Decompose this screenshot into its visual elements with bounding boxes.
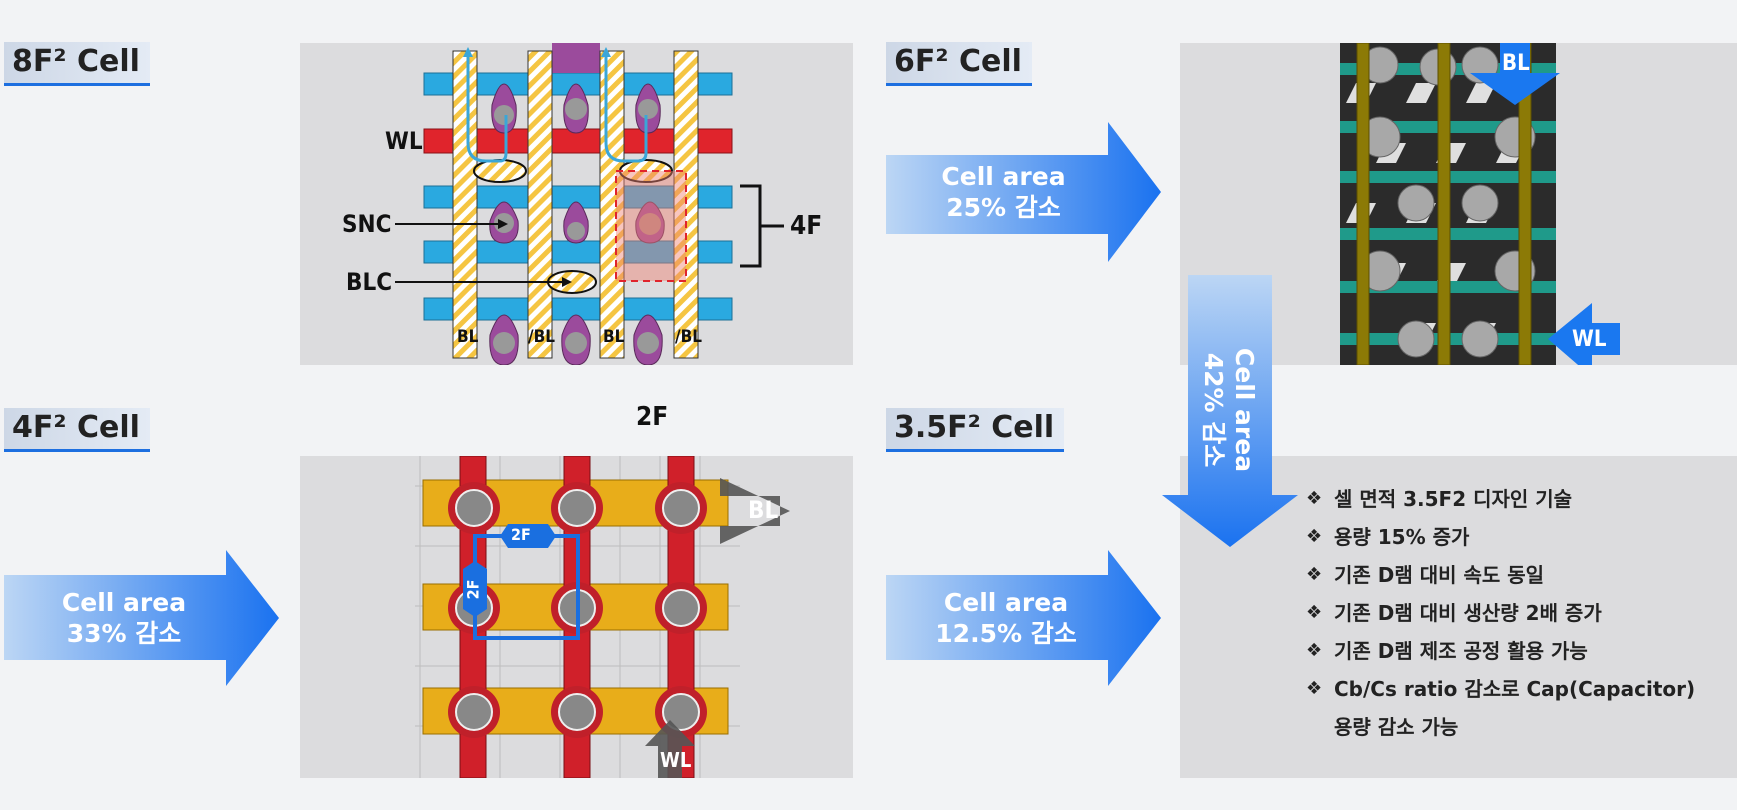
yellow-lines <box>1356 43 1532 365</box>
current-arrow <box>601 47 611 57</box>
diamond-bullet-icon: ❖ <box>1306 488 1323 509</box>
feature-item: ❖기존 D램 제조 공정 활용 가능 <box>1306 632 1695 670</box>
unit-cell-highlight <box>615 170 687 282</box>
label-bl-2: BL <box>603 327 625 347</box>
label-4f: 4F <box>790 211 823 241</box>
bl-arrow <box>1470 43 1560 105</box>
current-arrow <box>463 47 473 57</box>
feature-item-continuation: 용량 감소 가능 <box>1334 715 1459 739</box>
annotation-lines <box>395 223 562 283</box>
label-6f2-bl: BL <box>1502 51 1530 76</box>
bracket-4f <box>740 184 784 268</box>
label-4f2-bl: BL <box>748 496 779 524</box>
label-nbl-1: /BL <box>528 327 555 347</box>
blc-pointer <box>562 277 572 287</box>
diamond-bullet-icon: ❖ <box>1306 678 1323 699</box>
diagram-8f2 <box>395 43 784 365</box>
feature-list: ❖셀 면적 3.5F2 디자인 기술 ❖용량 15% 증가 ❖기존 D램 대비 … <box>1306 480 1695 746</box>
feature-item: ❖기존 D램 대비 속도 동일 <box>1306 556 1695 594</box>
panel-8f2-diagram <box>300 43 853 365</box>
arrow-to-6f2 <box>886 122 1161 262</box>
label-wl: WL <box>385 127 423 155</box>
top-contact <box>552 43 600 73</box>
tag-2f-horizontal <box>500 524 556 548</box>
title-4f2-cell: 4F² Cell <box>4 408 150 452</box>
diamond-bullet-icon: ❖ <box>1306 564 1323 585</box>
arrow-to-4f2 <box>4 550 279 686</box>
bl-arrow-4f2 <box>720 478 790 544</box>
label-2f: 2F <box>636 402 669 432</box>
wl-arrow-4f2 <box>645 720 695 778</box>
label-nbl-2: /BL <box>675 327 702 347</box>
arrow-6f2-to-35f2 <box>1162 275 1298 547</box>
bit-lines <box>452 50 699 359</box>
label-4f2-wl: WL <box>660 748 692 772</box>
label-bl-1: BL <box>457 327 479 347</box>
title-8f2-cell: 8F² Cell <box>4 42 150 86</box>
diamond-bullet-icon: ❖ <box>1306 640 1323 661</box>
label-6f2-wl: WL <box>1572 327 1607 352</box>
feature-item: ❖Cb/Cs ratio 감소로 Cap(Capacitor) <box>1306 670 1695 708</box>
storage-node-contacts <box>489 83 665 365</box>
snc-pointer <box>498 219 508 229</box>
render-6f2 <box>1340 43 1620 365</box>
tag-2f-vertical <box>463 561 487 617</box>
blc-ellipse <box>473 159 527 183</box>
diamond-bullet-icon: ❖ <box>1306 602 1323 623</box>
panel-4f2-render: 2F 2F BL WL <box>300 456 853 778</box>
label-snc: SNC <box>342 210 392 238</box>
diamond-bullet-icon: ❖ <box>1306 526 1323 547</box>
render-4f2 <box>415 456 790 778</box>
current-path <box>466 57 648 163</box>
title-35f2-cell: 3.5F² Cell <box>886 408 1065 452</box>
label-4f2-2f-v: 2F <box>463 579 483 600</box>
panel-6f2-render: BL WL <box>1180 43 1737 365</box>
feature-item: ❖용량 15% 증가 <box>1306 518 1695 556</box>
feature-item: ❖기존 D램 대비 생산량 2배 증가 <box>1306 594 1695 632</box>
label-blc: BLC <box>346 268 393 296</box>
arrow-to-35f2 <box>886 550 1161 686</box>
title-6f2-cell: 6F² Cell <box>886 42 1032 86</box>
feature-item: ❖셀 면적 3.5F2 디자인 기술 <box>1306 480 1695 518</box>
label-4f2-2f-h: 2F <box>511 525 531 544</box>
wl-arrow <box>1548 303 1620 365</box>
